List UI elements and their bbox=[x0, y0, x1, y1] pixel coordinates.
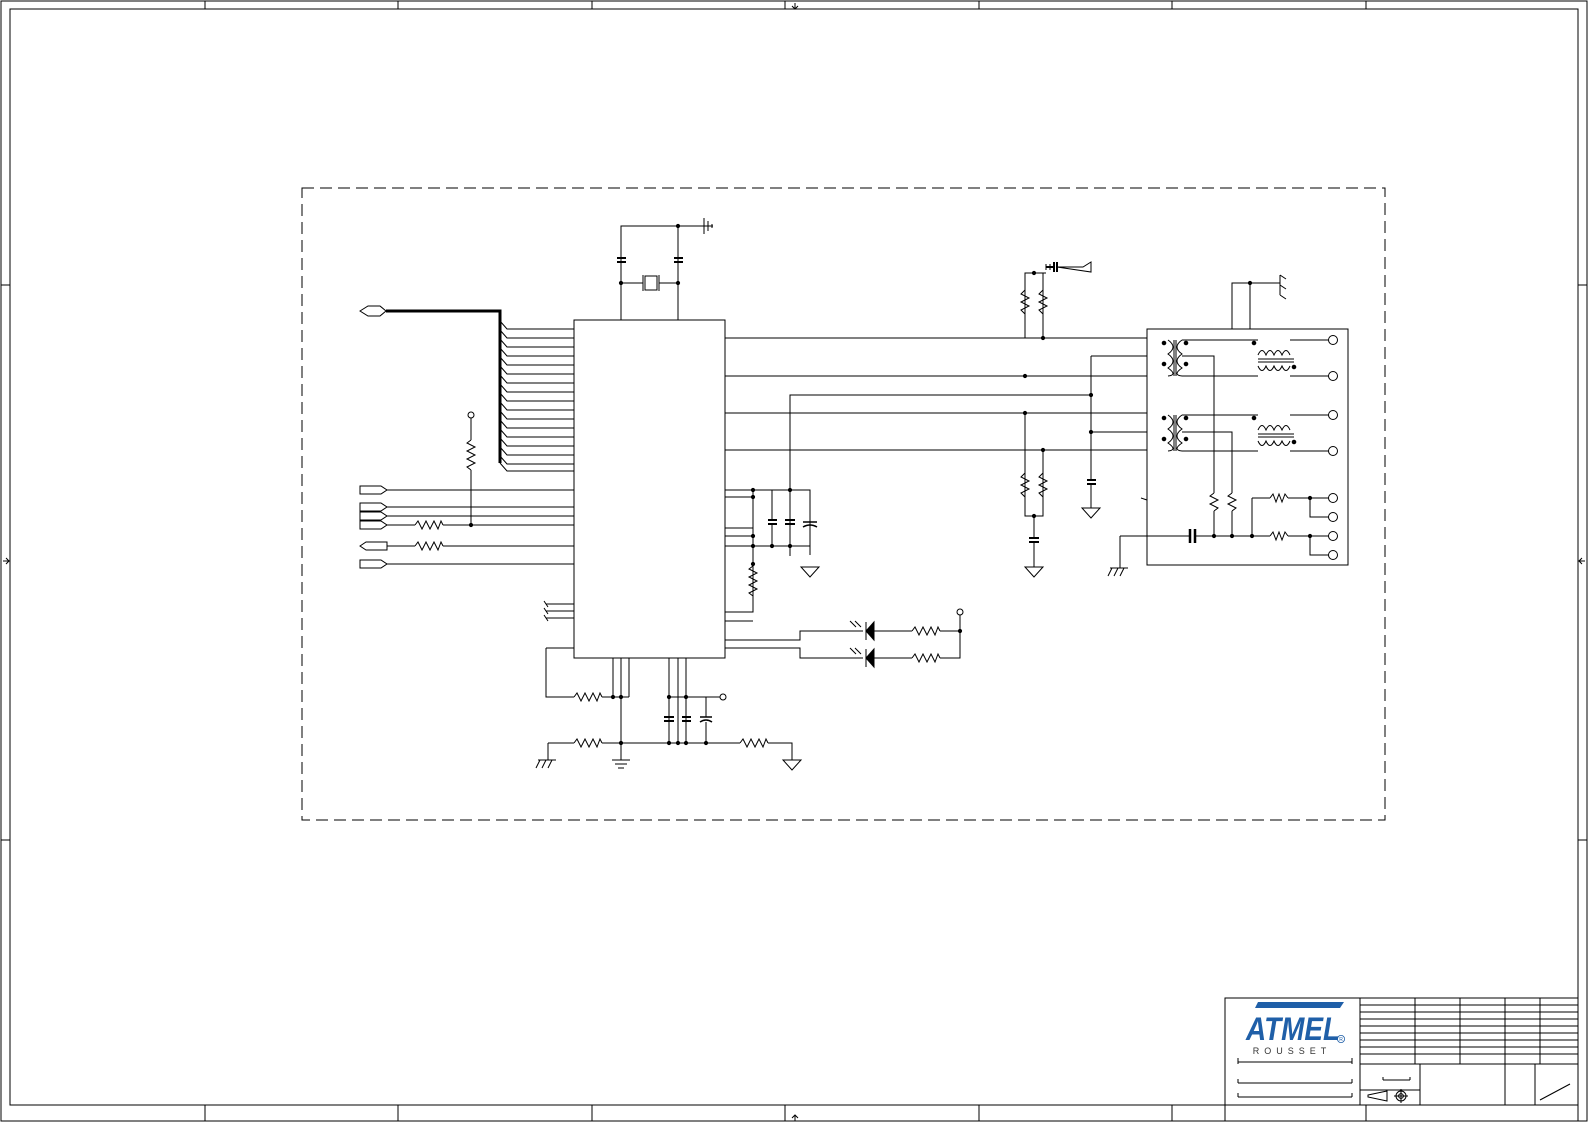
crystal-oscillator-circuit bbox=[617, 218, 713, 320]
chassis-ground-icon bbox=[1107, 567, 1128, 577]
transformer-icon bbox=[1167, 414, 1174, 452]
jack-pin-icon bbox=[1328, 512, 1338, 522]
vcc-terminal-icon bbox=[956, 608, 964, 616]
jack-pin-icon bbox=[1328, 493, 1338, 503]
resistor-icon bbox=[1019, 289, 1031, 315]
led-icon bbox=[865, 647, 875, 669]
jack-pin-icon bbox=[1328, 410, 1338, 420]
resistor-icon bbox=[1037, 472, 1049, 498]
bottom-decoupling bbox=[535, 647, 803, 771]
registered-mark-letter: R bbox=[1339, 1037, 1343, 1043]
logo-brand-text: ATMEL bbox=[1245, 1011, 1340, 1047]
chassis-ground-icon bbox=[1279, 274, 1287, 300]
decoupling-capacitor-icon bbox=[768, 519, 777, 525]
resistor-icon bbox=[1037, 289, 1049, 315]
projection-symbol-icon bbox=[1367, 1090, 1388, 1102]
input-port-icon bbox=[359, 511, 388, 521]
chassis-ground-icon bbox=[535, 743, 556, 769]
bias-capacitor-icon bbox=[1087, 479, 1096, 485]
signal-ground-icon bbox=[781, 759, 803, 771]
resistor-icon bbox=[739, 737, 769, 749]
input-port-icon bbox=[359, 520, 388, 530]
electrolytic-capacitor-icon bbox=[699, 716, 713, 723]
termination-capacitor-icon bbox=[1046, 262, 1058, 272]
input-port-icon bbox=[359, 559, 388, 569]
signal-ground-icon bbox=[1023, 542, 1045, 578]
jack-pin-icon bbox=[1328, 550, 1338, 560]
vcc-terminal-icon bbox=[719, 693, 727, 701]
ic-right-decoupling bbox=[725, 487, 821, 622]
jack-pin-icon bbox=[1328, 531, 1338, 541]
choke-icon bbox=[1257, 425, 1291, 432]
led-icon bbox=[865, 620, 875, 642]
led-emission-icon bbox=[849, 620, 862, 655]
rj45-magjack bbox=[1107, 274, 1349, 577]
sheet-divider-slash bbox=[1539, 1083, 1571, 1101]
decoupling-capacitor-icon bbox=[664, 716, 674, 722]
transformer-icon bbox=[1167, 339, 1174, 377]
resistor-icon bbox=[1226, 492, 1238, 512]
control-signal-ports bbox=[359, 411, 574, 622]
differential-pairs bbox=[725, 261, 1147, 578]
decoupling-capacitor-icon bbox=[785, 519, 795, 525]
resistor-icon bbox=[573, 691, 603, 703]
resistor-icon bbox=[1019, 472, 1031, 498]
center-marker-top bbox=[791, 3, 799, 10]
atmel-logo: ATMEL R ROUSSET bbox=[1245, 1002, 1346, 1056]
center-marker-right bbox=[1578, 557, 1585, 565]
resistor-icon bbox=[414, 519, 444, 531]
chassis-ground-icon bbox=[703, 218, 713, 234]
output-port-icon bbox=[359, 541, 388, 551]
data-bus bbox=[359, 305, 574, 472]
center-marker-bottom bbox=[791, 1114, 799, 1121]
led-indicator-circuit bbox=[725, 608, 964, 669]
hv-capacitor-icon bbox=[1188, 529, 1197, 543]
choke-icon bbox=[1257, 350, 1291, 357]
electrolytic-capacitor-icon bbox=[802, 521, 818, 528]
load-capacitor-icon bbox=[674, 257, 683, 263]
resistor-icon bbox=[911, 625, 941, 637]
jack-pin-icon bbox=[1328, 335, 1338, 345]
title-block bbox=[1224, 997, 1579, 1122]
decoupling-capacitor-icon bbox=[682, 716, 691, 722]
jack-pin-icon bbox=[1328, 446, 1338, 456]
logo-site-text: ROUSSET bbox=[1253, 1046, 1332, 1056]
vcc-terminal-icon bbox=[467, 411, 475, 419]
center-marker-left bbox=[3, 557, 10, 565]
ethernet-phy-ic bbox=[573, 319, 726, 659]
registered-mark-icon bbox=[1337, 1035, 1346, 1044]
input-port-icon bbox=[359, 485, 388, 495]
no-connect-icon bbox=[543, 600, 549, 622]
resistor-icon bbox=[573, 737, 603, 749]
termination-capacitor-icon bbox=[1029, 537, 1039, 543]
resistor-icon bbox=[1269, 530, 1289, 542]
crystal-icon bbox=[644, 275, 658, 291]
load-capacitor-icon bbox=[617, 257, 626, 263]
resistor-icon bbox=[747, 565, 759, 597]
jack-pin-icon bbox=[1328, 371, 1338, 381]
resistor-icon bbox=[1208, 492, 1220, 512]
resistor-icon bbox=[1269, 492, 1289, 504]
ground-icon bbox=[612, 743, 630, 769]
resistor-icon bbox=[911, 652, 941, 664]
dashed-block-outline bbox=[301, 187, 1386, 821]
bus-port-icon bbox=[359, 305, 387, 317]
signal-ground-icon bbox=[1080, 484, 1102, 519]
signal-ground-icon bbox=[1056, 261, 1092, 273]
resistor-icon bbox=[414, 540, 444, 552]
signal-ground-icon bbox=[799, 566, 821, 578]
input-port-icon bbox=[359, 502, 388, 512]
resistor-icon bbox=[465, 439, 477, 471]
